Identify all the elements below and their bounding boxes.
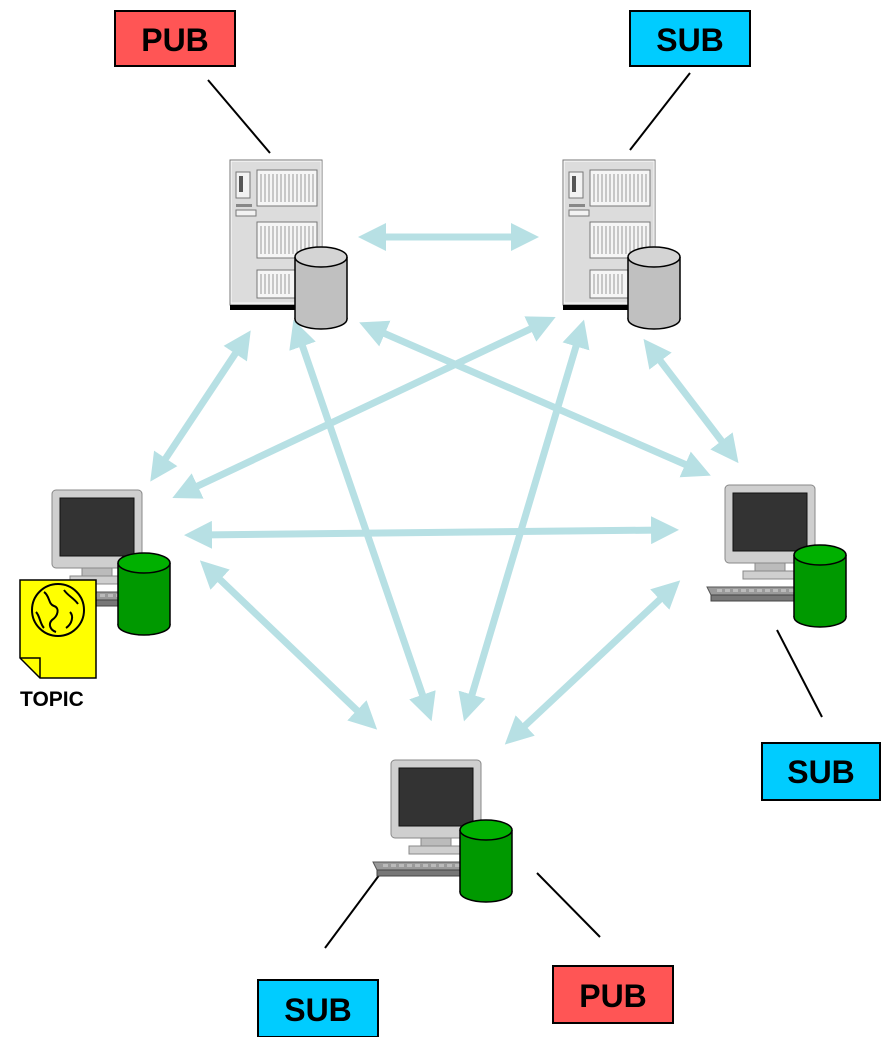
database-icon [793, 544, 847, 628]
globe-document-icon [19, 579, 97, 679]
pub-label-top-text: PUB [141, 22, 209, 58]
label-connectors [207, 72, 823, 949]
topic-label: TOPIC [20, 688, 84, 711]
arrow-server2-right [643, 338, 739, 464]
server-left [229, 159, 348, 330]
sub-label-top: SUB [629, 10, 751, 67]
connection-arrows [150, 223, 739, 745]
sub-label-bottom-text: SUB [284, 992, 352, 1028]
server-right [562, 159, 681, 330]
arrow-server2-bottom [458, 319, 590, 722]
sub-label-top-text: SUB [656, 22, 724, 58]
sub-label-right: SUB [761, 742, 881, 801]
pub-label-bottom-text: PUB [579, 978, 647, 1014]
connector-sub-bottom [324, 869, 384, 949]
arrow-server1-right [359, 320, 711, 478]
workstation-bottom [372, 759, 513, 903]
connector-pub-top [207, 79, 271, 154]
connector-sub-right [776, 629, 823, 718]
connector-sub-top [629, 72, 691, 151]
arrow-left-right [184, 516, 679, 549]
database-icon [117, 552, 171, 636]
topic-document: TOPIC [19, 579, 97, 711]
database-icon [294, 246, 348, 330]
arrow-left-bottom [199, 560, 378, 730]
arrow-server1-left [150, 330, 251, 482]
pub-label-top: PUB [114, 10, 236, 67]
connector-pub-bottom [536, 872, 601, 938]
database-icon [459, 819, 513, 903]
sub-label-bottom: SUB [257, 979, 379, 1037]
database-icon [627, 246, 681, 330]
arrow-right-bottom [504, 580, 681, 745]
sub-label-right-text: SUB [787, 754, 855, 790]
pub-label-bottom: PUB [552, 965, 674, 1024]
workstation-right [706, 484, 847, 628]
